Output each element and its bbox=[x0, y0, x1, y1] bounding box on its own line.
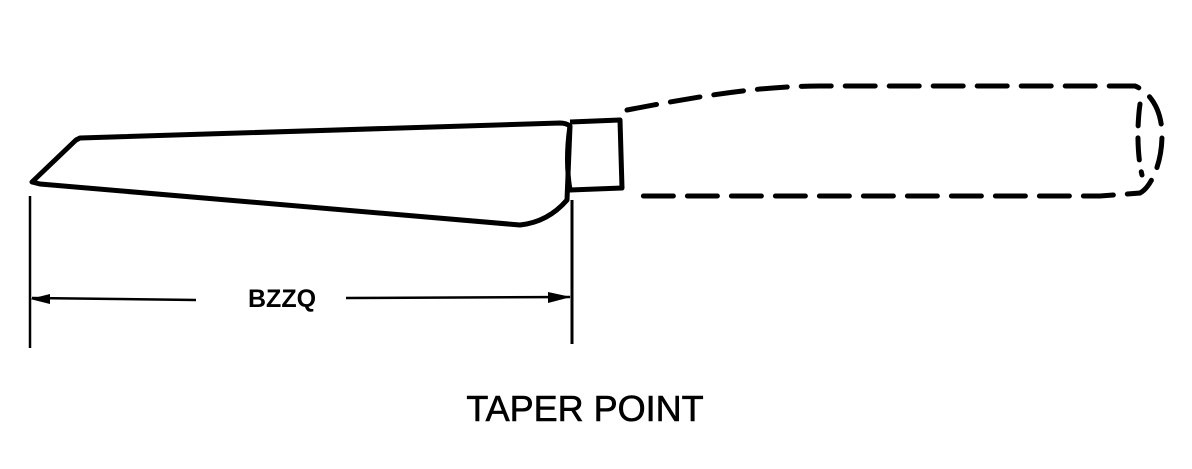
dimension-line-left bbox=[31, 296, 197, 302]
arrowhead-right-icon bbox=[548, 292, 571, 303]
blade-outline bbox=[29, 120, 573, 228]
handle-outline bbox=[624, 83, 1165, 199]
handle-end-cap bbox=[1135, 101, 1145, 178]
arrowhead-left-icon bbox=[30, 294, 50, 304]
ferrule-outline bbox=[565, 117, 625, 193]
dimension-line-right bbox=[345, 295, 571, 300]
dimension-label: BZZQ bbox=[248, 285, 317, 313]
diagram-caption: TAPER POINT bbox=[466, 388, 704, 430]
